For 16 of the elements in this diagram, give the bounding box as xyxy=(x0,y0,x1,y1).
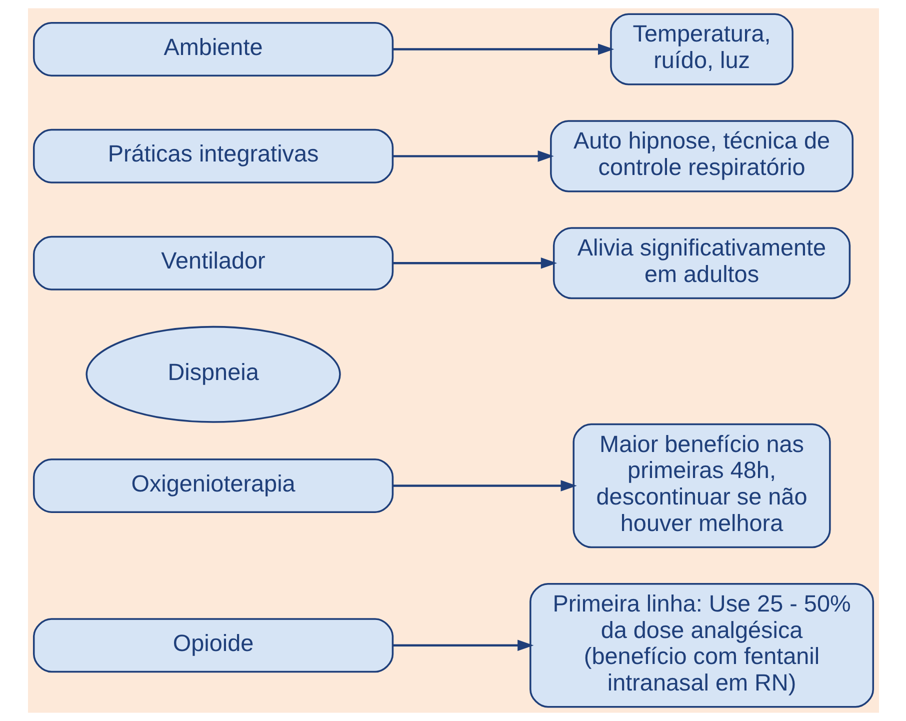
node-box: Práticas integrativas xyxy=(32,128,394,184)
node-box: Temperatura, ruído, luz xyxy=(610,13,793,86)
node-box: Primeira linha: Use 25 - 50% da dose analgésica (benefício com fentanil intranasal em RN) xyxy=(529,583,874,708)
arrow xyxy=(392,480,576,492)
arrow xyxy=(392,44,614,55)
node-box: Ventilador xyxy=(32,236,394,290)
node-ellipse: Dispneia xyxy=(85,326,340,423)
node-box: Maior benefício nas primeiras 48h, descontinuar se não houver melhora xyxy=(572,423,830,548)
arrow xyxy=(392,150,554,162)
node-box: Alivia significativamente em adultos xyxy=(552,227,850,300)
node-box: Ambiente xyxy=(32,22,394,76)
arrow xyxy=(392,257,557,269)
node-box: Oxigenioterapia xyxy=(32,458,394,513)
arrow xyxy=(392,640,534,652)
node-box: Auto hipnose, técnica de controle respiratório xyxy=(550,120,854,192)
node-box: Opioide xyxy=(32,618,394,673)
